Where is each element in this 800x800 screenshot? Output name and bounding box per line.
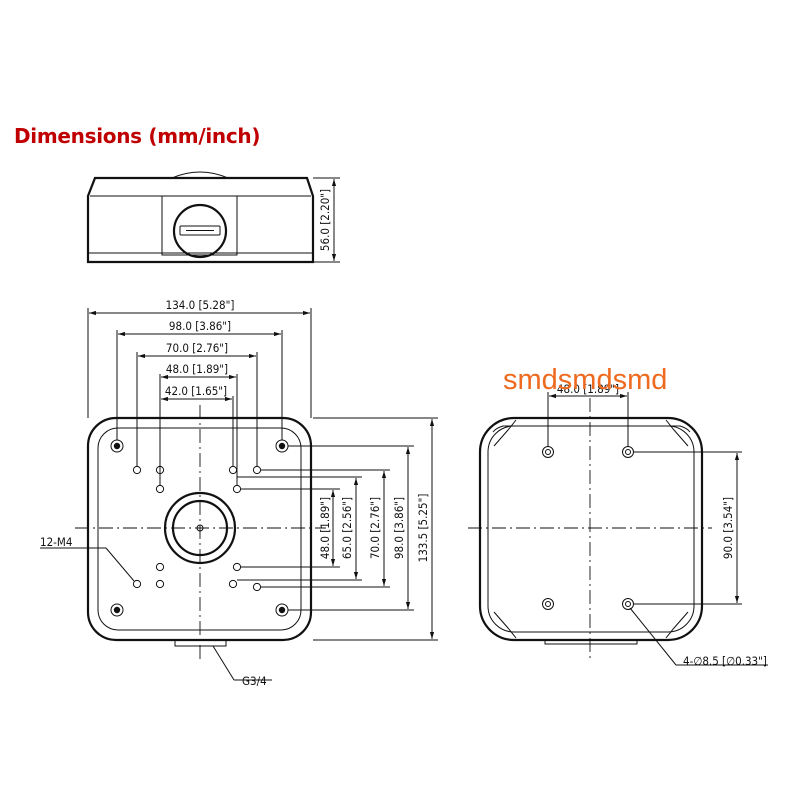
width-134-label: 134.0 [5.28"]	[166, 298, 235, 312]
watermark: smdsmdsmd	[503, 364, 668, 396]
width-98-label: 98.0 [3.86"]	[169, 319, 231, 333]
mounting-holes	[132, 465, 262, 592]
height-70-label: 70.0 [2.76"]	[368, 497, 382, 559]
hole-label: 4-∅8.5 [∅0.33"]	[683, 654, 767, 668]
page-title: Dimensions (mm/inch)	[14, 124, 261, 148]
conduit-label: G3/4	[242, 674, 267, 688]
mounting-holes-top	[542, 446, 634, 610]
side-view: 56.0 [2.20"]	[86, 171, 340, 264]
height-133-label: 133.5 [5.25"]	[416, 494, 430, 563]
bottom-view: 134.0 [5.28"] 98.0 [3.86"] 70.0 [2.76"] …	[40, 298, 438, 688]
height-65-label: 65.0 [2.56"]	[340, 497, 354, 559]
height-48-label: 48.0 [1.89"]	[318, 497, 332, 559]
height-98-label: 98.0 [3.86"]	[392, 497, 406, 559]
height-56-label: 56.0 [2.20"]	[318, 189, 332, 251]
width-42-label: 42.0 [1.65"]	[165, 384, 227, 398]
width-48-label: 48.0 [1.89"]	[166, 362, 228, 376]
top-width-48-label: 48.0 [1.89"]	[557, 382, 619, 396]
width-70-label: 70.0 [2.76"]	[166, 341, 228, 355]
top-height-90-label: 90.0 [3.54"]	[721, 497, 735, 559]
screw-label: 12-M4	[40, 535, 72, 549]
top-view: 48.0 [1.89"] 90.0 [3.54"] 4-∅8.5 [∅0.33"…	[468, 382, 768, 668]
